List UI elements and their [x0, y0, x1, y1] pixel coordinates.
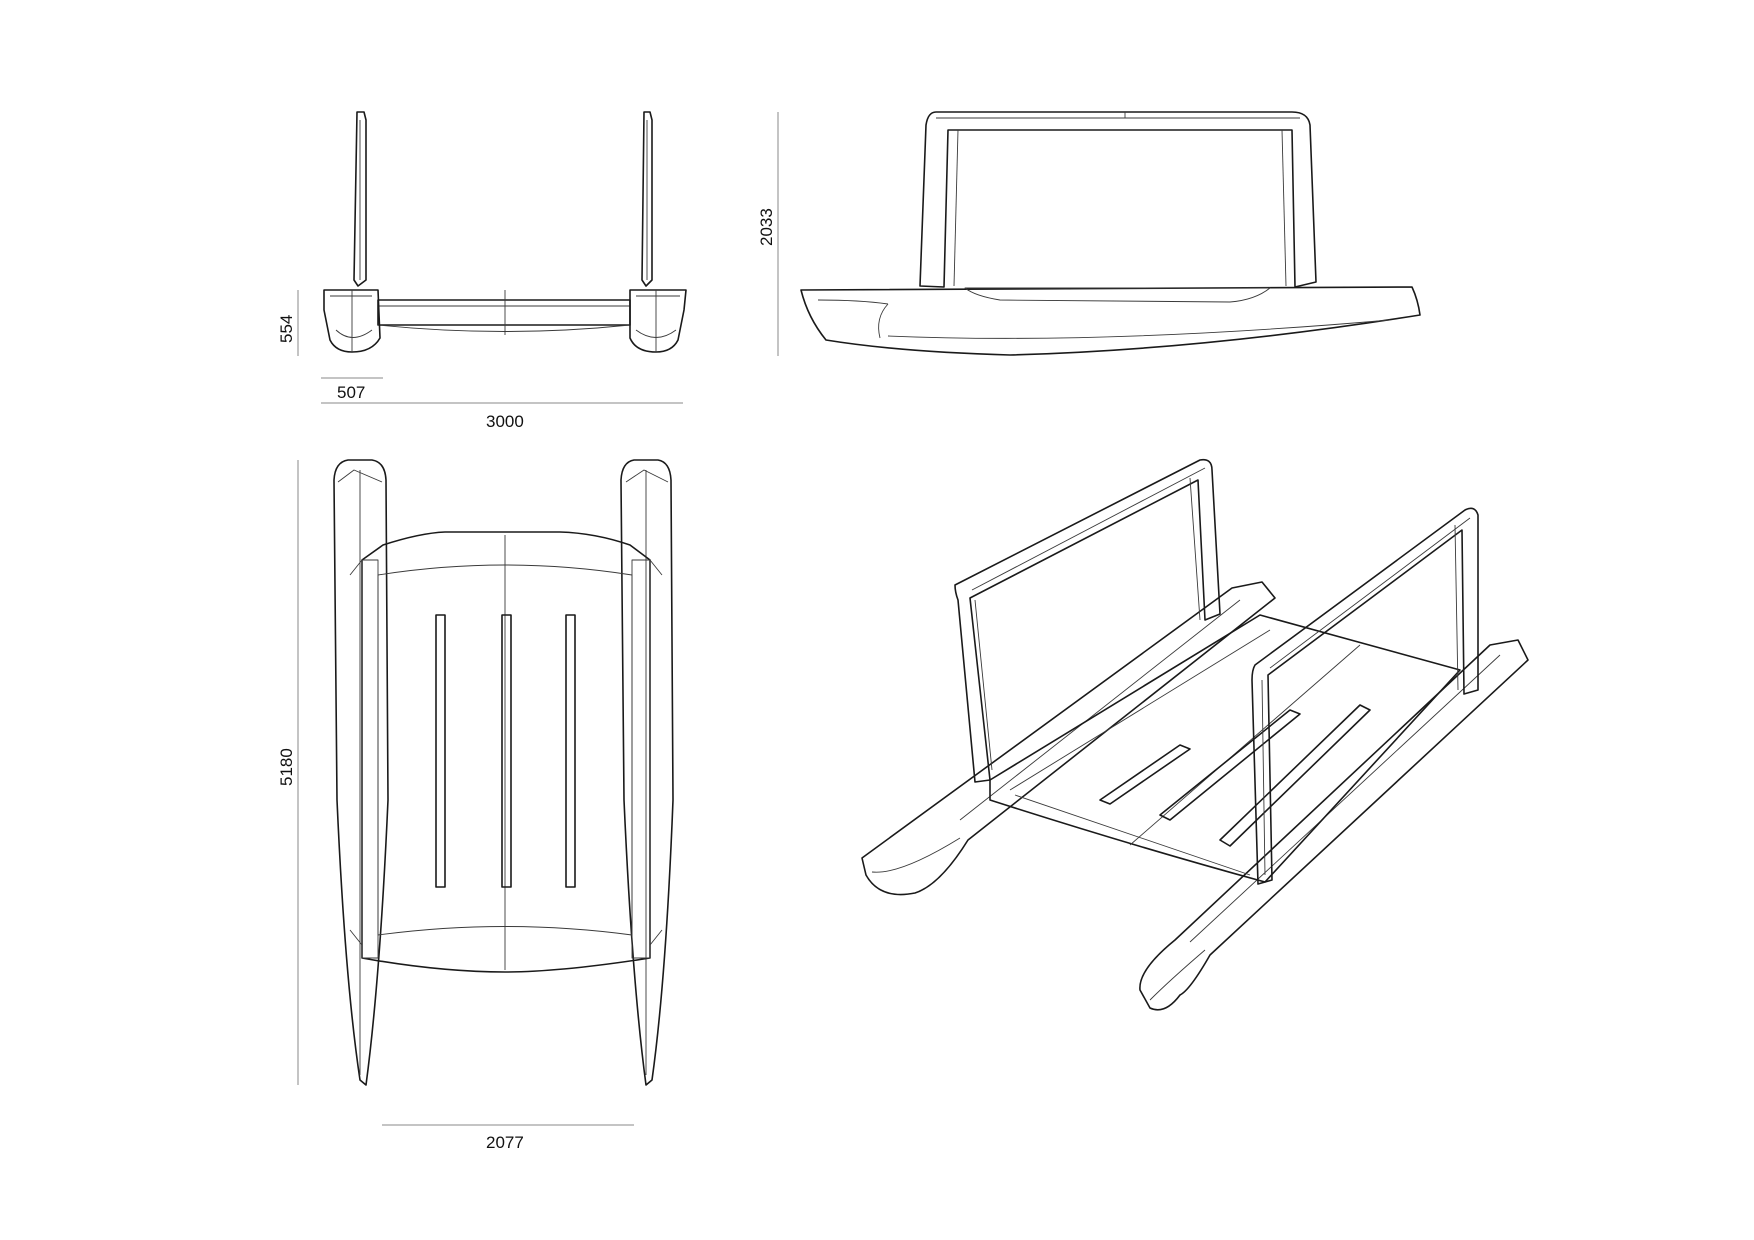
front-view: 554 507 3000 [277, 111, 687, 431]
isometric-view [861, 458, 1529, 1011]
top-view: 5180 2077 [277, 459, 674, 1152]
side-view: 2033 [757, 111, 1421, 356]
dim-top-length: 5180 [277, 748, 296, 786]
dim-front-height: 554 [277, 315, 296, 343]
dim-side-height: 2033 [757, 208, 776, 246]
dim-front-hull-width: 507 [337, 383, 365, 402]
dim-front-overall-width: 3000 [486, 412, 524, 431]
dim-top-deck-width: 2077 [486, 1133, 524, 1152]
